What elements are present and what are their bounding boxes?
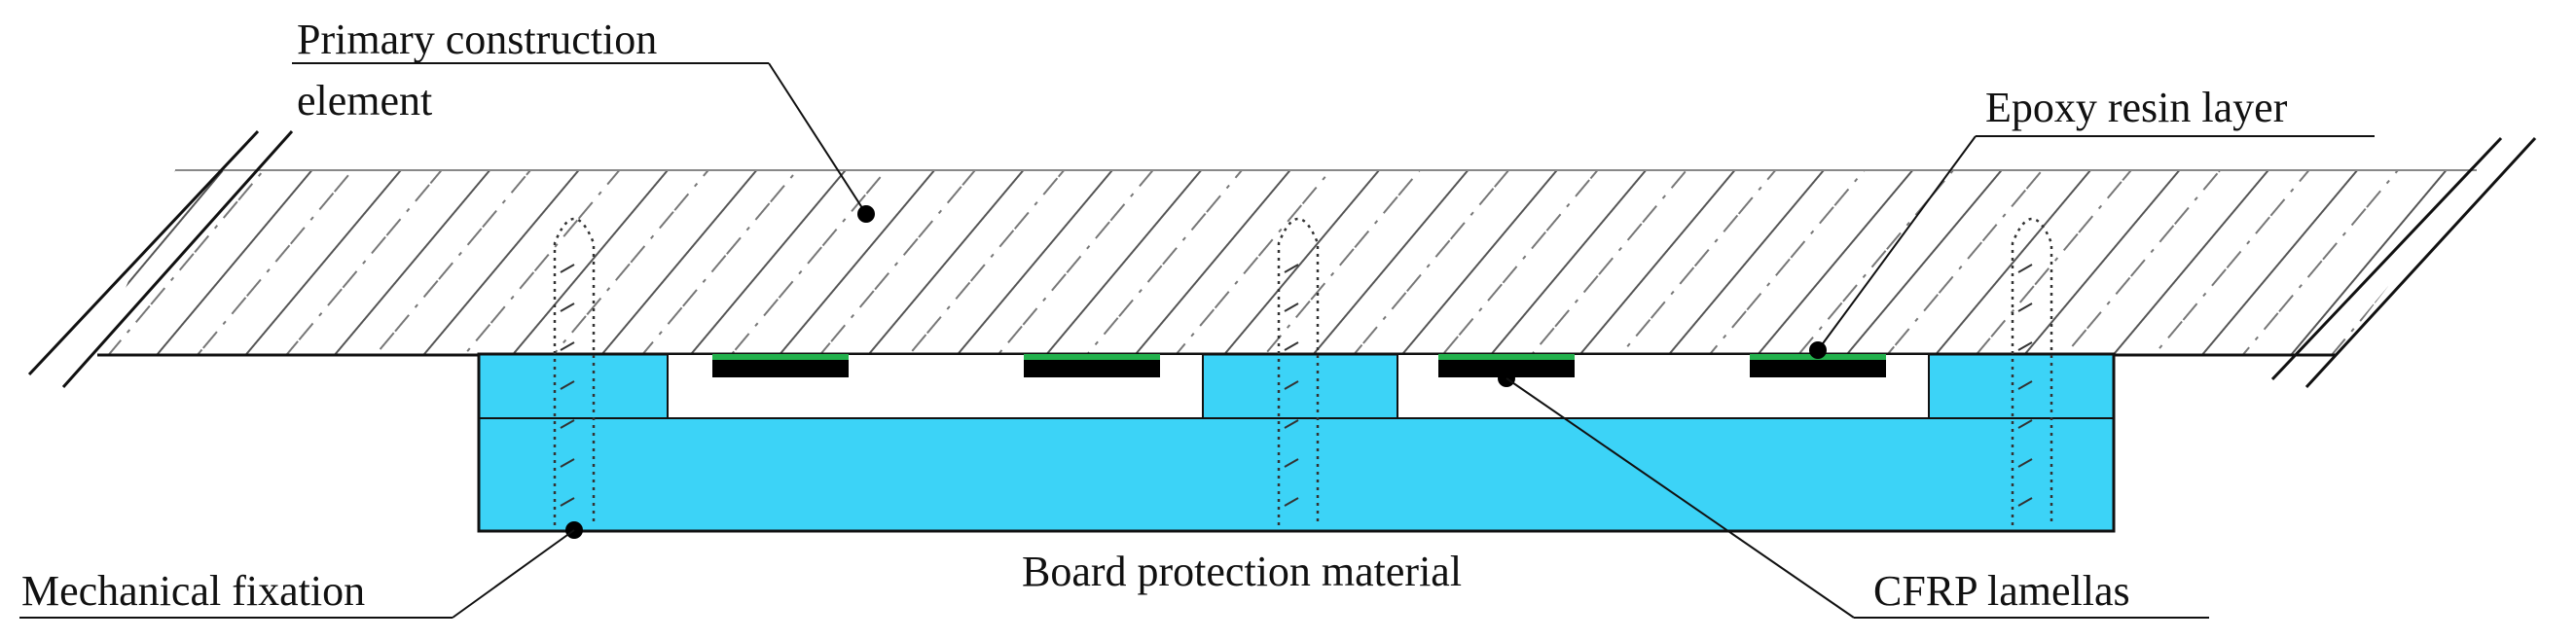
label-primary-construction-line1: Primary construction xyxy=(297,16,657,63)
leader-epoxy-resin xyxy=(1809,135,2375,359)
label-board-protection-material: Board protection material xyxy=(1022,548,1462,595)
anchor xyxy=(1277,217,1320,525)
label-primary-construction-line2: element xyxy=(297,77,432,124)
cfrp-lamella xyxy=(712,360,849,377)
label-cfrp-lamellas: CFRP lamellas xyxy=(1873,567,2130,615)
cfrp-lamella xyxy=(1438,360,1575,377)
cfrp-lamella xyxy=(1750,360,1886,377)
board-protection-material xyxy=(477,352,2116,533)
anchor xyxy=(553,217,596,525)
cfrp-lamellas xyxy=(712,354,1886,377)
cfrp-lamella xyxy=(1024,360,1160,377)
break-line-right xyxy=(2270,136,2537,389)
epoxy-layer xyxy=(1438,354,1575,360)
anchor xyxy=(2011,217,2053,525)
leader-primary-construction xyxy=(292,62,875,223)
epoxy-layer xyxy=(712,354,849,360)
leader-mechanical-fixation xyxy=(19,521,583,619)
leader-cfrp-lamellas xyxy=(1498,370,2209,619)
label-epoxy-resin-layer: Epoxy resin layer xyxy=(1985,84,2288,131)
label-mechanical-fixation: Mechanical fixation xyxy=(21,567,365,615)
primary-construction-element xyxy=(97,169,2477,357)
mechanical-fixation-anchors xyxy=(553,217,2053,525)
epoxy-layer xyxy=(1024,354,1160,360)
break-line-left xyxy=(27,129,294,388)
